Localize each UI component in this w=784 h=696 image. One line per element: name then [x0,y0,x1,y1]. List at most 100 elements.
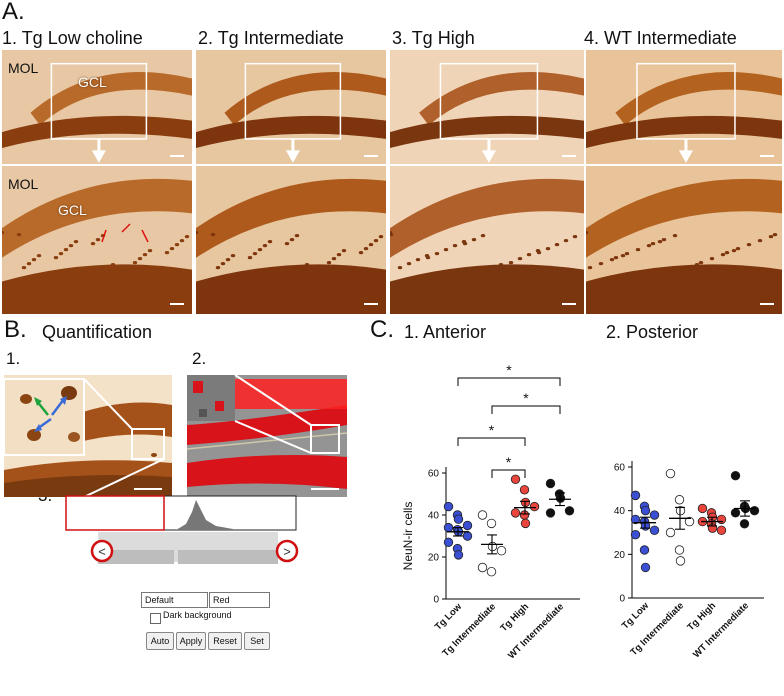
micrograph-zoom-1: MOL GCL [2,166,192,314]
micrograph-zoom-4 [586,166,782,314]
data-point [510,474,521,485]
category-label-1: Tg High [685,600,718,633]
apply-button[interactable]: Apply [176,632,206,650]
data-point [665,527,676,538]
micrograph-overview-2 [196,50,386,164]
panel-c-letter: C. [370,316,394,343]
data-point [675,556,686,566]
anterior-title: 1. Anterior [404,322,487,342]
panel-b-letter: B. [4,316,27,343]
significance-bracket [491,405,561,414]
data-point [477,510,488,520]
svg-text:<: < [98,544,106,559]
data-point [739,519,750,529]
micrograph-overview-3 [390,50,584,164]
panel-b-title: Quantification [42,322,153,342]
y-tick-label-1: 40 [614,506,626,517]
data-point [716,525,727,536]
data-point [716,514,727,525]
column-title-1: 1. Tg Low choline [2,28,143,48]
micrograph-overview-4 [586,50,782,164]
y-tick-label-0: 40 [428,511,440,522]
threshold-dialog: < > Default Red Dark background Auto App… [58,494,308,669]
overview-gcl-label: GCL [78,74,107,90]
data-point [649,510,660,520]
panel-a-letter: A. [2,0,25,25]
data-point [443,537,454,548]
overview-mol-label: MOL [8,60,39,76]
column-title-4: 4. WT Intermediate [584,28,737,48]
column-title-2: 2. Tg Intermediate [198,28,344,48]
data-point [486,518,497,529]
data-point [529,501,540,512]
y-tick-label-0: 20 [428,553,440,564]
data-point [443,501,454,512]
data-point [443,522,454,533]
data-point [630,514,641,525]
dark-background-label: Dark background [163,610,232,620]
posterior-title: 2. Posterior [606,322,699,342]
y-axis-label: NeuN-ir cells [401,502,415,571]
micrograph-b1 [4,375,172,497]
micrograph-overview-1: MOL GCL [2,50,192,164]
panel-b1-label: 1. [6,349,21,368]
set-button[interactable]: Set [244,632,270,650]
category-label-0: Tg High [498,601,531,634]
data-point [462,531,473,541]
category-label-1: Tg Low [620,600,652,632]
data-point [477,562,488,573]
data-point [510,508,521,518]
data-point [564,506,575,516]
dark-background-checkbox[interactable] [150,613,161,624]
data-point [749,505,760,516]
data-point [674,495,685,505]
data-point [684,516,695,527]
data-point [520,518,531,529]
data-point [453,550,464,560]
micrograph-zoom-2 [196,166,386,314]
micrograph-b2-threshold [187,375,347,497]
data-point [639,545,650,555]
significance-marker: * [506,362,512,378]
data-point [640,562,651,573]
column-title-3: 3. Tg High [392,28,475,48]
reset-button[interactable]: Reset [208,632,242,650]
data-point [697,503,708,514]
panel-b2-label: 2. [192,349,207,368]
data-point [630,529,641,540]
data-point [453,514,464,524]
data-point [545,478,556,489]
micrograph-zoom-3 [390,166,584,314]
significance-bracket [457,377,561,386]
data-point [665,468,676,479]
y-tick-label-0: 60 [428,469,440,480]
data-point [496,546,507,556]
data-point [545,508,556,518]
y-tick-label-0: 0 [433,595,439,606]
data-point [519,485,530,495]
y-tick-label-1: 0 [619,594,625,605]
zoom-gcl-label: GCL [58,202,87,218]
threshold-color-select[interactable]: Red [209,592,270,608]
svg-text:>: > [283,544,291,559]
significance-bracket [491,469,526,478]
significance-bracket [457,437,526,446]
data-point [730,471,741,481]
data-point [486,567,497,577]
significance-marker: * [489,422,495,438]
significance-marker: * [506,454,512,470]
significance-marker: * [523,390,529,406]
data-point [640,505,651,516]
data-point [730,508,741,518]
y-tick-label-1: 60 [614,463,626,474]
y-tick-label-1: 20 [614,550,626,561]
threshold-method-select[interactable]: Default [141,592,208,608]
category-label-0: Tg Low [433,601,465,633]
data-point [649,525,660,536]
data-point [462,520,473,531]
zoom-mol-label: MOL [8,176,39,192]
auto-button[interactable]: Auto [146,632,174,650]
data-point [630,490,641,501]
data-point [674,545,685,555]
